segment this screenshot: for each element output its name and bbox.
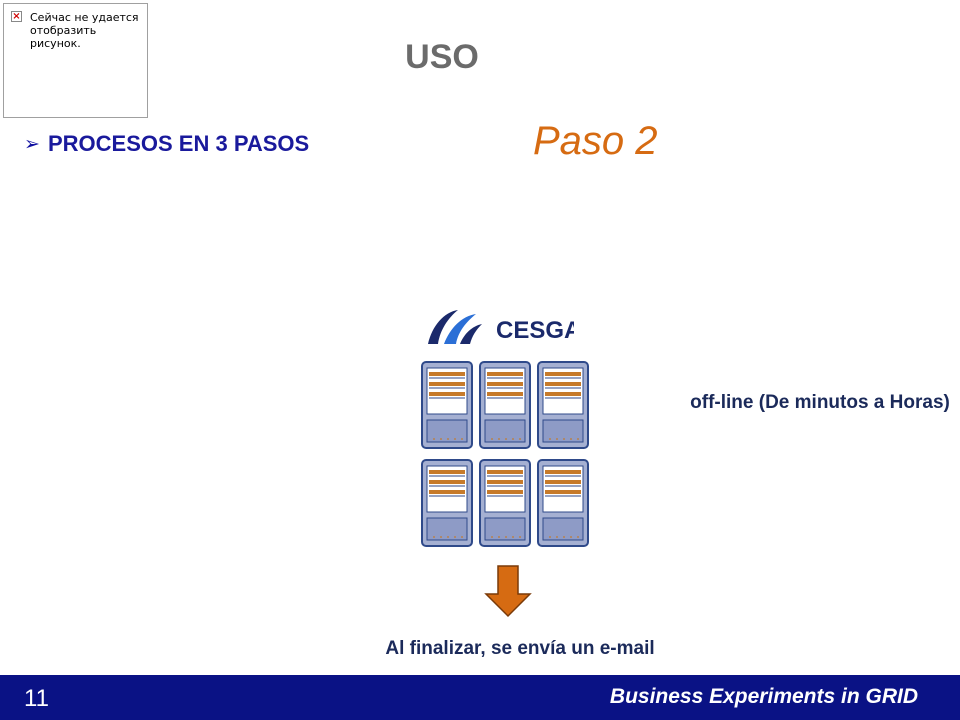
server-unit [537, 459, 589, 547]
logo-text: CESGA [496, 317, 574, 344]
server-cluster [418, 360, 594, 550]
bullet-item: ➢ PROCESOS EN 3 PASOS [24, 131, 309, 157]
arrow-down-icon [484, 564, 532, 618]
broken-image-placeholder: × Сейчас не удается отобразить рисунок. [3, 3, 148, 118]
arrow-right-icon: ➢ [24, 133, 40, 155]
server-unit [537, 361, 589, 449]
page-number: 11 [24, 685, 49, 712]
slide-title: USO [405, 38, 479, 76]
logo-swoosh-2 [444, 314, 476, 344]
broken-image-icon: × [11, 11, 22, 22]
server-unit [421, 459, 473, 547]
broken-image-message: Сейчас не удается отобразить рисунок. [30, 11, 139, 50]
cesga-logo: CESGA [424, 306, 574, 348]
offline-note: off-line (De minutos a Horas) [690, 392, 950, 413]
step-label: Paso 2 [533, 119, 658, 163]
bullet-label: PROCESOS EN 3 PASOS [48, 131, 310, 156]
server-unit [479, 361, 531, 449]
server-unit [479, 459, 531, 547]
footer-bar: 11 Business Experiments in GRID [0, 675, 960, 720]
footer-title: Business Experiments in GRID [609, 685, 918, 708]
logo-swoosh-1 [428, 310, 458, 344]
server-unit [421, 361, 473, 449]
logo-swoosh-3 [460, 324, 482, 344]
email-note: Al finalizar, se envía un e-mail [385, 638, 655, 659]
